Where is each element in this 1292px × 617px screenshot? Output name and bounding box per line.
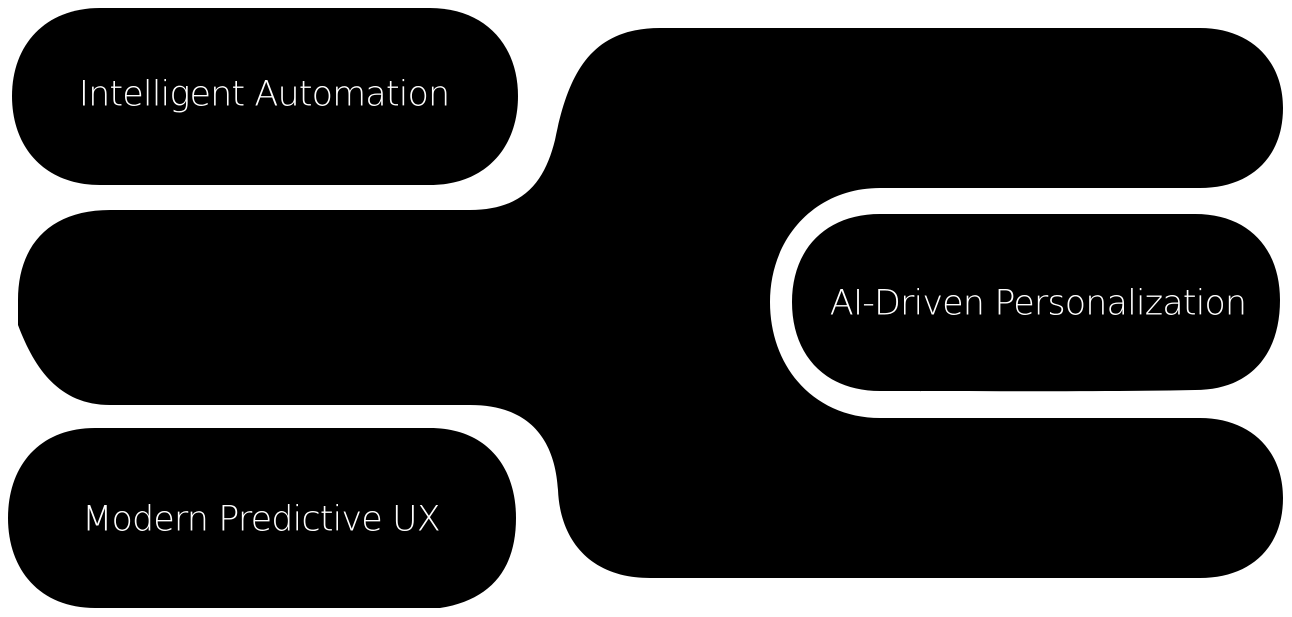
pill-shape-personalization (792, 214, 1280, 392)
node-label-modern-predictive-ux: Modern Predictive UX (82, 499, 441, 540)
node-label-intelligent-automation: Intelligent Automation (78, 74, 450, 115)
pill-shape-predictive (8, 428, 516, 608)
pill-shape-automation (12, 8, 518, 185)
hub-blob-shape (18, 28, 1283, 578)
node-label-ai-driven-personalization: AI-Driven Personalization (829, 283, 1247, 324)
